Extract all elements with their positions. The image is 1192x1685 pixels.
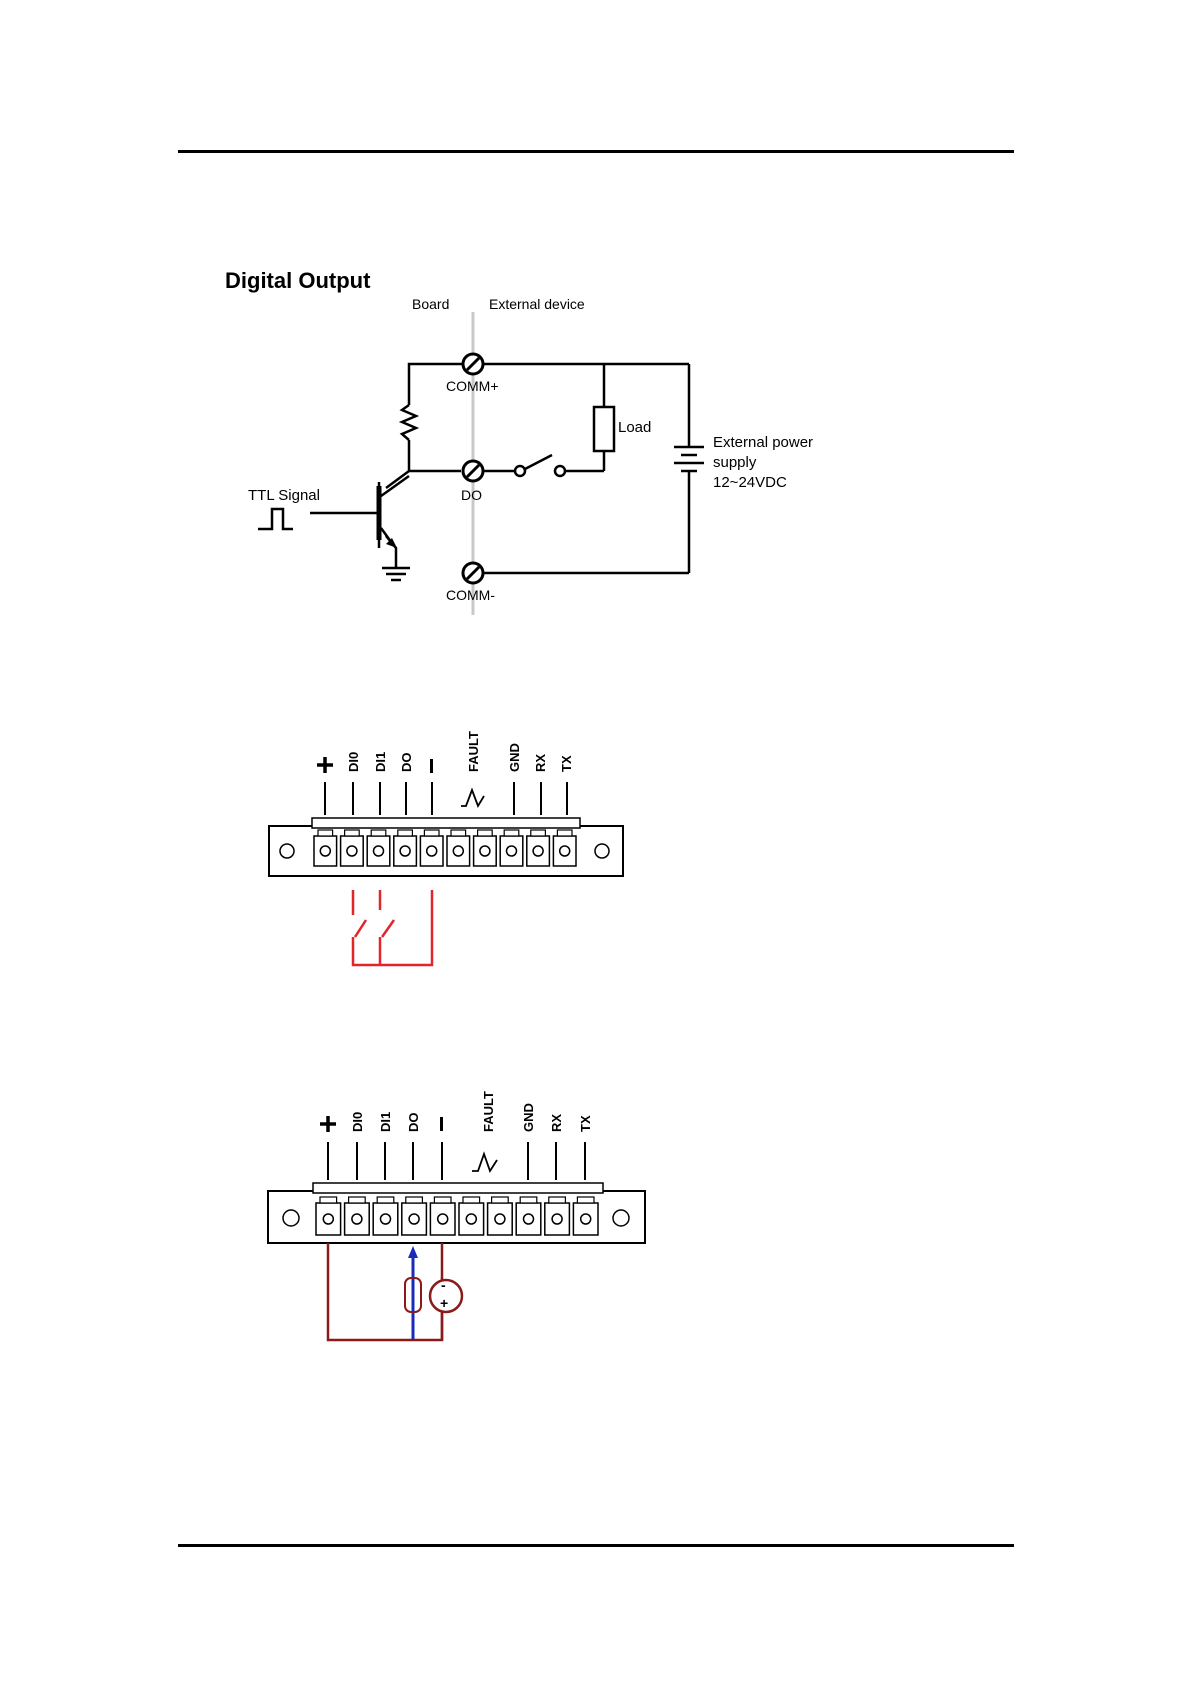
terminal-comm-minus	[463, 563, 483, 583]
conn2-terminal-cell-tab	[434, 1197, 451, 1203]
digital-output-diagram: Digital Output Board External device	[225, 268, 813, 615]
conn1-terminal-screw-icon	[480, 846, 490, 856]
terminal-comm-plus	[463, 354, 483, 374]
conn2-terminal-screw-icon	[466, 1214, 476, 1224]
pulse-waveform-icon	[258, 509, 293, 529]
conn1-mount-hole-left	[280, 844, 294, 858]
conn1-pin-label-di0: DI0	[346, 752, 361, 772]
switch-contact-left	[515, 466, 525, 476]
conn2-source-minus: -	[441, 1277, 446, 1293]
conn1-pin-label-di1: DI1	[373, 752, 388, 772]
battery-symbol	[674, 447, 704, 471]
conn2-pin-label-di1: DI1	[378, 1112, 393, 1132]
do-terminal-label: DO	[461, 487, 482, 503]
external-device-label: External device	[489, 296, 585, 312]
conn2-fault-relay-icon	[472, 1154, 497, 1171]
conn1-terminal-screw-icon	[453, 846, 463, 856]
transistor-collector	[381, 476, 409, 496]
conn1-pin-label-gnd: GND	[507, 743, 522, 772]
conn2-terminal-screw-icon	[581, 1214, 591, 1224]
conn2-terminal-cell-tab	[549, 1197, 566, 1203]
connector-1-diagram: DI0 DI1 DO FAULT GND RX TX	[269, 731, 623, 965]
conn2-terminal-screw-icon	[381, 1214, 391, 1224]
conn1-dry-contact-wires	[353, 890, 432, 965]
conn2-terminal-screw-icon	[552, 1214, 562, 1224]
conn2-pin-label-rx: RX	[549, 1114, 564, 1132]
plus-pin-icon-2	[320, 1116, 336, 1132]
conn2-terminal-screw-icon	[323, 1214, 333, 1224]
conn1-terminal-cell-tab	[345, 830, 360, 836]
conn1-terminal-screw-icon	[560, 846, 570, 856]
conn1-terminal-cell-tab	[451, 830, 466, 836]
schematic-wires	[310, 364, 689, 580]
conn2-pin-label-do: DO	[406, 1113, 421, 1133]
power-label-line1: External power	[713, 434, 813, 451]
connector-2-diagram: DI0 DI1 DO FAULT GND RX TX	[268, 1091, 645, 1340]
board-label: Board	[412, 296, 449, 312]
conn1-terminal-screw-icon	[533, 846, 543, 856]
conn2-terminal-screw-icon	[495, 1214, 505, 1224]
conn2-terminal-cell-tab	[349, 1197, 366, 1203]
conn1-pin-label-tx: TX	[559, 755, 574, 772]
conn2-wet-contact-wires	[328, 1243, 442, 1340]
conn2-pin-label-gnd: GND	[521, 1103, 536, 1132]
conn2-sensor-arrow-icon	[408, 1246, 418, 1258]
switch-contact-right	[555, 466, 565, 476]
comm-minus-label: COMM-	[446, 587, 495, 603]
conn2-terminal-cell-tab	[320, 1197, 337, 1203]
conn1-pin-label-do: DO	[399, 753, 414, 773]
conn2-terminal-screw-icon	[409, 1214, 419, 1224]
conn2-pin-leads	[328, 1142, 585, 1180]
conn2-terminal-screw-icon	[438, 1214, 448, 1224]
conn2-pin-bar-icon	[440, 1117, 443, 1131]
conn1-terminal-cell-tab	[424, 830, 439, 836]
conn2-terminal-screw-icon	[352, 1214, 362, 1224]
conn2-mount-hole-right	[613, 1210, 629, 1226]
plus-pin-icon	[317, 757, 333, 773]
conn1-pin-leads	[325, 782, 567, 815]
conn2-terminal-cell-tab	[406, 1197, 423, 1203]
conn1-terminal-cell-tab	[531, 830, 546, 836]
conn2-mount-hole-left	[283, 1210, 299, 1226]
terminal-do	[463, 461, 483, 481]
conn1-terminal-cell-tab	[504, 830, 519, 836]
conn2-terminal-cell-tab	[463, 1197, 480, 1203]
power-label-line2: supply	[713, 454, 757, 471]
diagram-title: Digital Output	[225, 268, 371, 293]
conn1-terminal-cell-tab	[398, 830, 413, 836]
conn2-terminal-cell-tab	[377, 1197, 394, 1203]
conn1-terminal-cell-tab	[478, 830, 493, 836]
conn1-terminal-screw-icon	[507, 846, 517, 856]
conn1-fault-relay-icon	[461, 790, 484, 806]
conn1-terminal-screw-icon	[400, 846, 410, 856]
conn1-terminal-screw-icon	[374, 846, 384, 856]
conn2-terminal-cell-tab	[492, 1197, 509, 1203]
load-resistor-box	[594, 407, 614, 451]
ttl-signal-label: TTL Signal	[248, 487, 320, 504]
conn1-pin-bar-icon	[430, 759, 433, 773]
conn1-terminal-cell-tab	[318, 830, 333, 836]
load-label: Load	[618, 419, 651, 436]
conn1-terminal-cell-tab	[557, 830, 572, 836]
conn1-terminal-screw-icon	[347, 846, 357, 856]
conn2-pin-label-tx: TX	[578, 1115, 593, 1132]
conn2-terminal-cell-tab	[577, 1197, 594, 1203]
conn2-pin-label-di0: DI0	[350, 1112, 365, 1132]
conn1-terminal-screw-icon	[427, 846, 437, 856]
conn1-pin-label-fault: FAULT	[466, 731, 481, 772]
conn2-pin-label-fault: FAULT	[481, 1091, 496, 1132]
comm-plus-label: COMM+	[446, 378, 499, 394]
conn2-terminal-screw-icon	[524, 1214, 534, 1224]
conn1-mount-hole-right	[595, 844, 609, 858]
power-label-line3: 12~24VDC	[713, 474, 787, 491]
conn1-terminal-screw-icon	[320, 846, 330, 856]
conn1-top-rail	[312, 818, 580, 828]
conn1-terminal-cell-tab	[371, 830, 386, 836]
conn2-terminal-cell-tab	[520, 1197, 537, 1203]
conn2-top-rail	[313, 1183, 603, 1193]
conn2-source-plus: +	[440, 1295, 448, 1311]
conn1-pin-label-rx: RX	[533, 754, 548, 772]
